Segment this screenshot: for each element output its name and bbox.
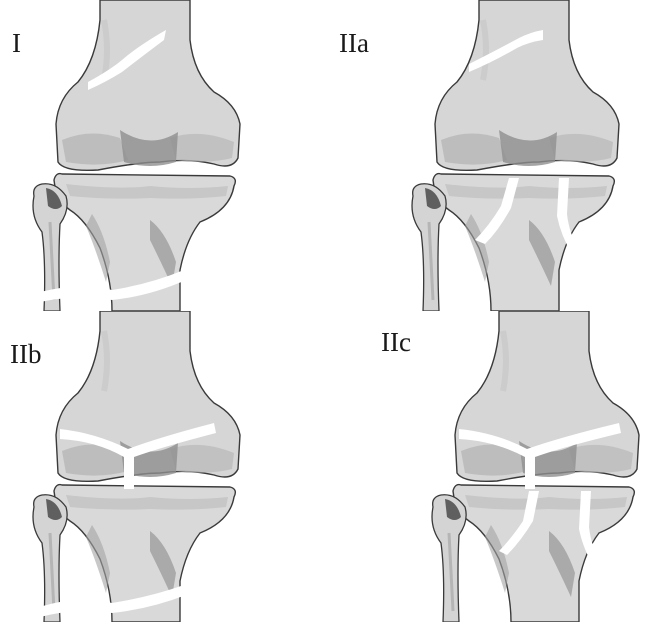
knee-illustration-type-I (0, 0, 328, 311)
panel-label: IIc (381, 329, 411, 356)
panel-label: IIb (10, 341, 41, 368)
panel-type-IIa: IIa (329, 0, 657, 311)
knee-illustration-type-IIa (329, 0, 657, 311)
panel-label: IIa (339, 30, 369, 57)
knee-illustration-type-IIc (329, 311, 657, 622)
panel-type-I: I (0, 0, 328, 311)
panel-type-IIc: IIc (329, 311, 657, 622)
panel-label: I (12, 30, 21, 57)
panel-type-IIb: IIb (0, 311, 328, 622)
knee-illustration-type-IIb (0, 311, 328, 622)
